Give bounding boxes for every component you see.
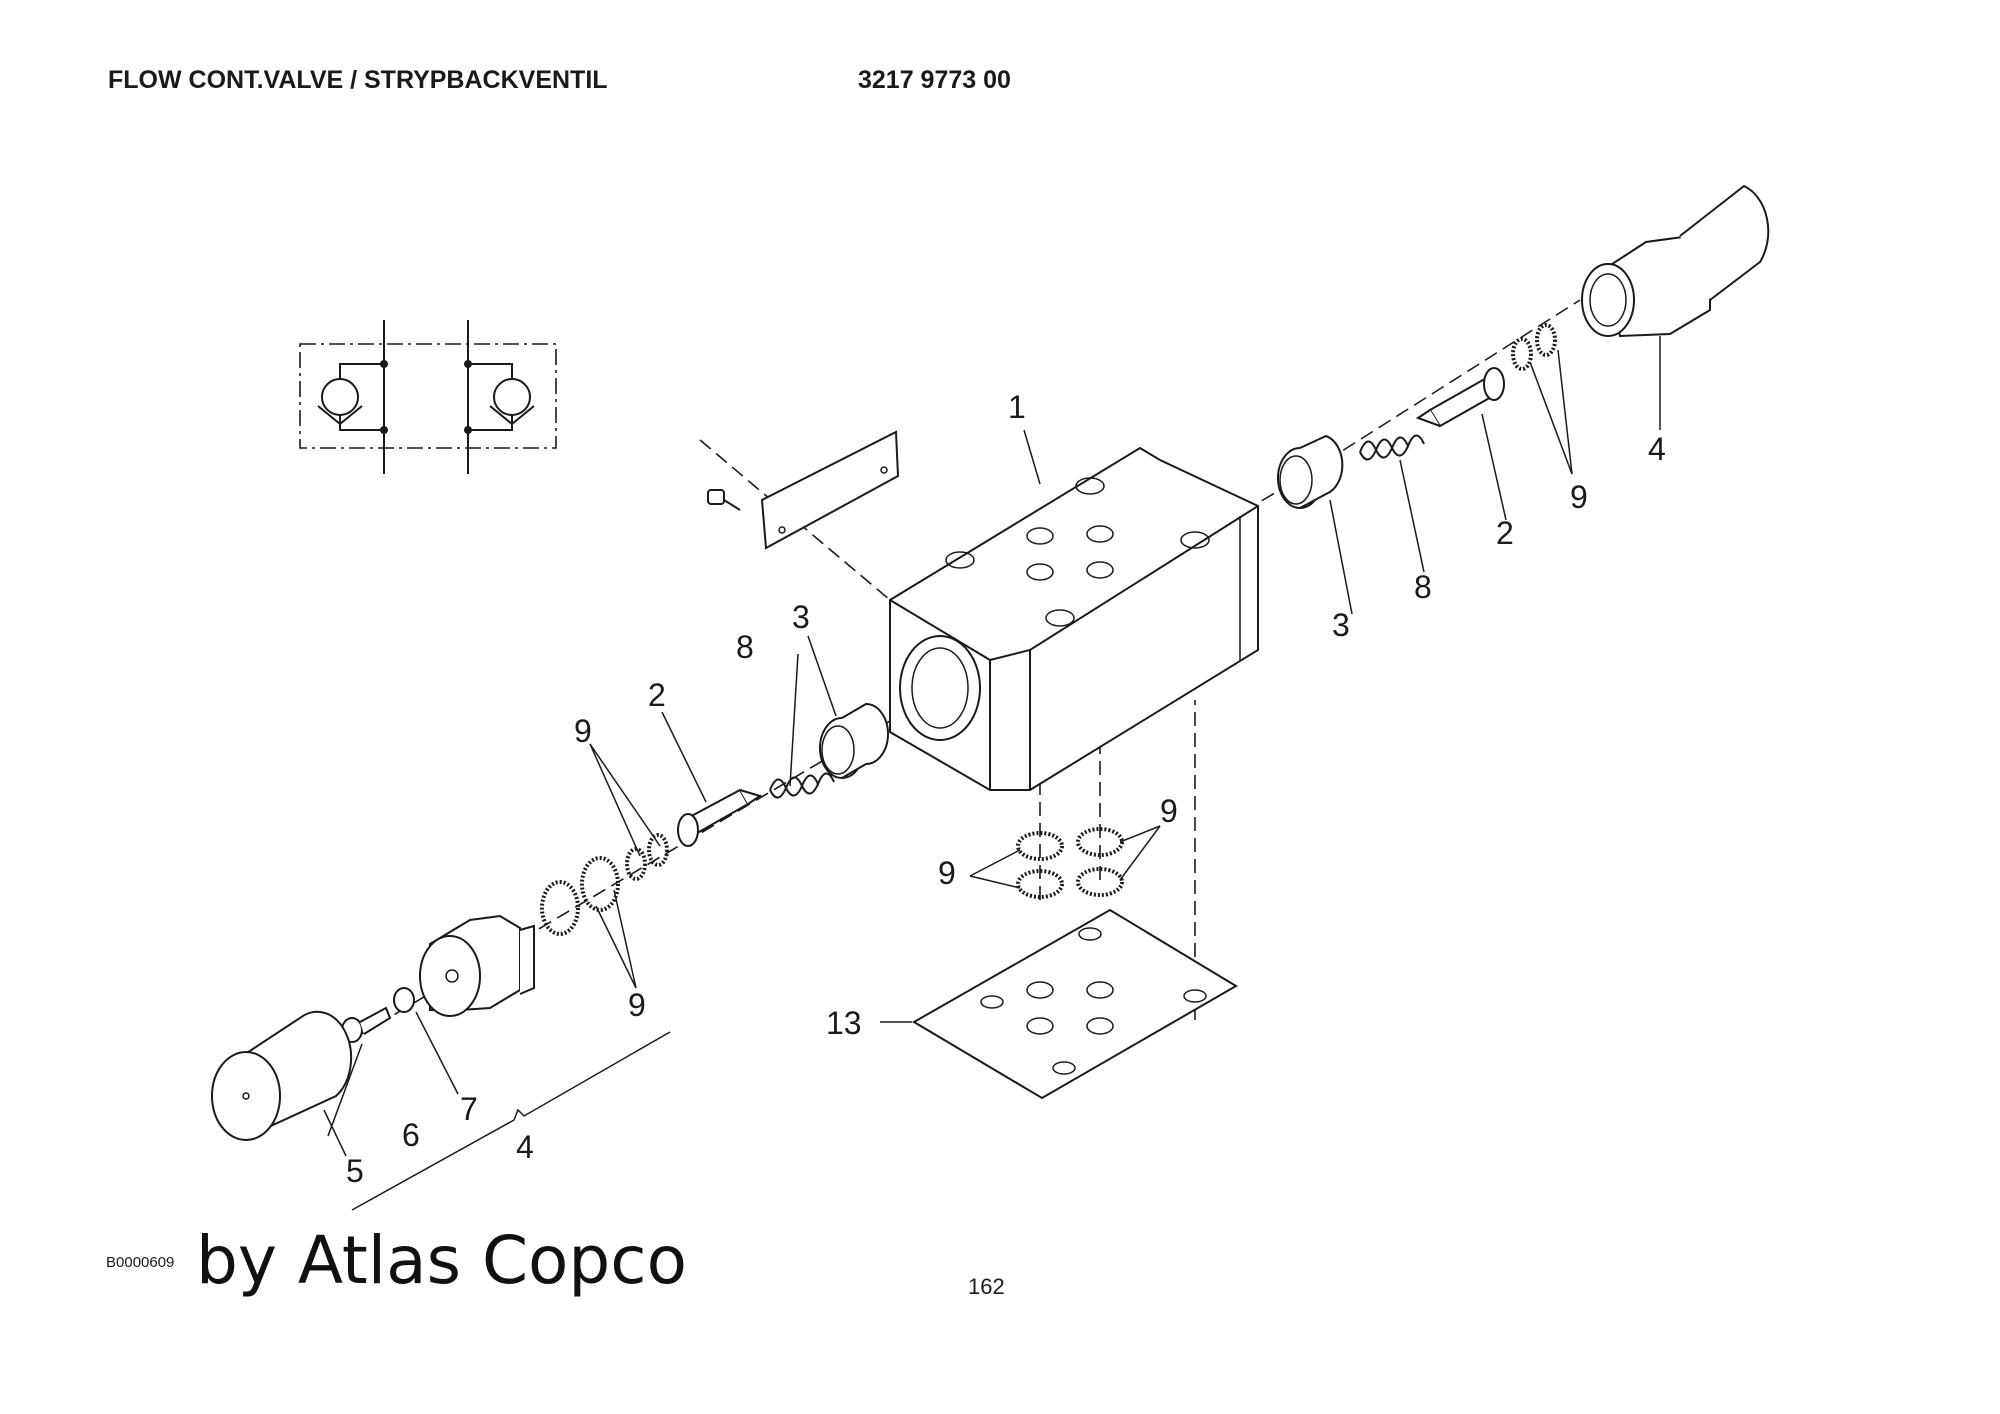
left-nut-7 — [393, 987, 415, 1013]
right-spring-8 — [1359, 434, 1425, 461]
callout-9-center-left: 9 — [938, 855, 956, 891]
left-poppet-2 — [677, 788, 763, 847]
valve-body — [889, 446, 1259, 791]
callout-4-bottom: 4 — [516, 1129, 534, 1165]
center-o-rings — [1016, 827, 1124, 899]
right-seat-3 — [1277, 434, 1344, 509]
name-plate — [707, 430, 900, 550]
left-cartridge-4 — [419, 914, 535, 1017]
callout-labels: 1 2 2 3 3 4 4 5 6 7 8 8 9 9 9 9 9 13 — [346, 389, 1666, 1189]
callout-7: 7 — [460, 1091, 478, 1127]
callout-4-top: 4 — [1648, 431, 1666, 467]
callout-9-upper-left: 9 — [574, 713, 592, 749]
callout-5: 5 — [346, 1153, 364, 1189]
right-small-o-rings — [1511, 323, 1557, 371]
right-cartridge-4 — [1581, 184, 1770, 338]
callout-2-left: 2 — [648, 677, 666, 713]
callout-6: 6 — [402, 1117, 420, 1153]
callout-13: 13 — [826, 1005, 862, 1041]
left-cap-5 — [211, 1010, 353, 1141]
page-title: FLOW CONT.VALVE / STRYPBACKVENTIL — [108, 66, 608, 94]
leader-lines — [323, 336, 1661, 1211]
callout-3-left: 3 — [792, 599, 810, 635]
figure-id: B0000609 — [106, 1254, 175, 1271]
watermark: by Atlas Copco — [196, 1222, 687, 1299]
callout-9-right: 9 — [1570, 479, 1588, 515]
callout-9-lower-left: 9 — [628, 987, 646, 1023]
hydraulic-schematic — [299, 320, 557, 474]
page-number: 162 — [968, 1274, 1005, 1299]
callout-1: 1 — [1008, 389, 1026, 425]
left-spring-8 — [769, 772, 835, 799]
part-number: 3217 9773 00 — [858, 66, 1011, 94]
callout-3-right: 3 — [1332, 607, 1350, 643]
right-poppet-2 — [1415, 367, 1505, 428]
left-seat-3 — [819, 702, 889, 779]
left-small-o-rings — [625, 833, 669, 881]
callout-2-right: 2 — [1496, 515, 1514, 551]
left-screw-6 — [341, 1006, 392, 1043]
callout-9-center-right: 9 — [1160, 793, 1178, 829]
callout-8-right: 8 — [1414, 569, 1432, 605]
left-large-o-rings — [540, 856, 620, 936]
bottom-plate — [912, 908, 1238, 1100]
callout-8-left: 8 — [736, 629, 754, 665]
